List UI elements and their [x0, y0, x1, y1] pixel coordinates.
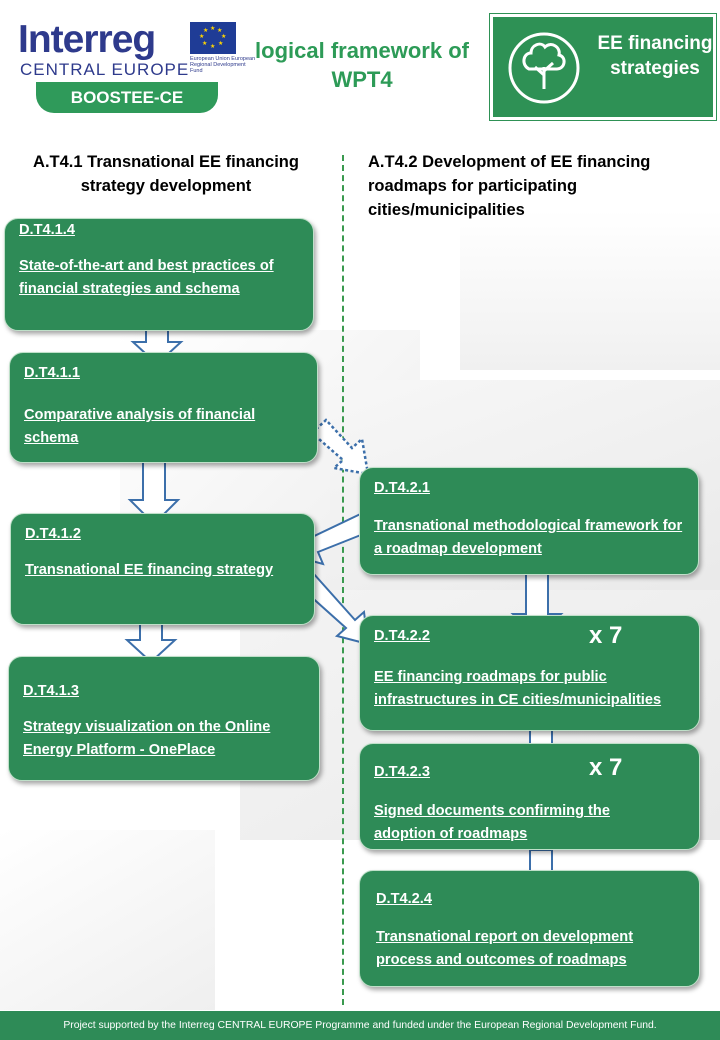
eu-flag-icon: ★★★ ★★★ ★★ — [190, 22, 236, 54]
deliverable-description: State-of-the-art and best practices of f… — [19, 258, 274, 297]
logo-region: CENTRAL EUROPE — [20, 60, 190, 79]
deliverable-code: D.T4.2.2 — [374, 628, 430, 644]
topic-box: EE financing strategies — [489, 13, 717, 121]
topic-label: EE financing strategies — [597, 33, 713, 79]
deliverable-code: D.T4.1.1 — [24, 365, 80, 381]
eu-label: European Union European Regional Develop… — [190, 56, 256, 74]
deliverable-code: D.T4.1.4 — [19, 222, 75, 238]
deliverable-code: D.T4.2.3 — [374, 764, 430, 780]
deliverable-code: D.T4.1.2 — [25, 526, 81, 542]
deliverable-box[interactable]: D.T4.1.2 Transnational EE financing stra… — [10, 513, 315, 625]
deliverable-code: D.T4.1.3 — [23, 683, 79, 699]
deliverable-description: Transnational methodological framework f… — [374, 518, 683, 557]
deliverable-box[interactable]: D.T4.2.1 Transnational methodological fr… — [359, 467, 699, 575]
right-column-heading: A.T4.2 Development of EE financing roadm… — [368, 153, 651, 219]
deliverable-box[interactable]: D.T4.1.3 Strategy visualization on the O… — [8, 656, 320, 781]
column-divider — [342, 155, 344, 1005]
background-panel — [0, 830, 215, 1010]
deliverable-box[interactable]: D.T4.2.3 x 7 Signed documents confirming… — [359, 743, 700, 850]
deliverable-box[interactable]: D.T4.2.2 x 7 EE financing roadmaps for p… — [359, 615, 700, 731]
deliverable-description: Transnational report on development proc… — [376, 929, 634, 968]
deliverable-description: Signed documents confirming the adoption… — [374, 803, 610, 842]
logo-name: Interreg — [18, 18, 156, 61]
background-panel — [460, 210, 720, 370]
deliverable-code: D.T4.2.1 — [374, 480, 430, 496]
project-badge: BOOSTEE-CE — [36, 82, 218, 113]
deliverable-box[interactable]: D.T4.2.4 Transnational report on develop… — [359, 870, 700, 987]
left-column-heading: A.T4.1 Transnational EE financing strate… — [33, 153, 299, 195]
deliverable-code: D.T4.2.4 — [376, 891, 432, 907]
tree-icon — [508, 32, 580, 104]
footer-banner: Project supported by the Interreg CENTRA… — [0, 1011, 720, 1040]
interreg-logo: Interreg CENTRAL EUROPE ★★★ ★★★ ★★ Europ… — [18, 18, 255, 118]
deliverable-description: Strategy visualization on the Online Ene… — [23, 719, 271, 758]
deliverable-description: Comparative analysis of financial schema — [24, 407, 256, 446]
deliverable-description: EE financing roadmaps for public infrast… — [374, 669, 662, 708]
deliverable-description: Transnational EE financing strategy — [25, 562, 274, 578]
deliverable-box[interactable]: D.T4.1.1 Comparative analysis of financi… — [9, 352, 318, 463]
multiplier-label: x 7 — [589, 754, 623, 781]
multiplier-label: x 7 — [589, 622, 623, 649]
deliverable-box[interactable]: D.T4.1.4 State-of-the-art and best pract… — [4, 218, 314, 331]
page-title: logical framework of WPT4 — [255, 38, 469, 92]
